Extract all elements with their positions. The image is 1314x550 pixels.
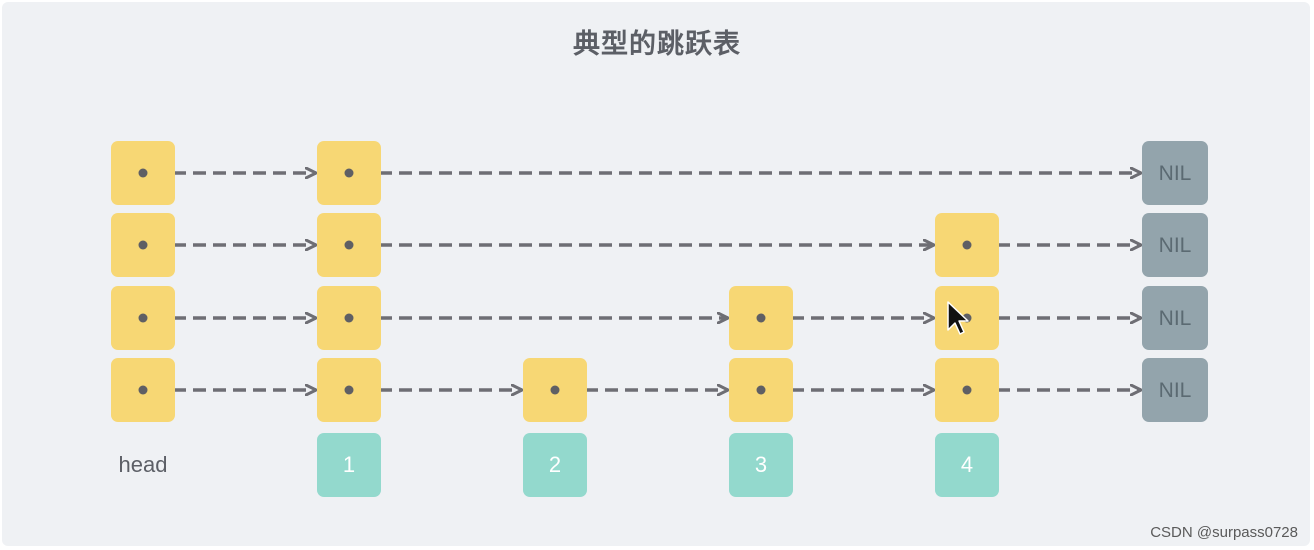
pointer-dot <box>344 385 354 395</box>
value-box <box>523 433 587 497</box>
nil-node <box>1142 213 1208 277</box>
pointer-dot <box>138 385 148 395</box>
nil-node <box>1142 141 1208 205</box>
pointer-dot <box>138 168 148 178</box>
cursor-arrow-icon <box>947 301 969 335</box>
head-label: head <box>119 452 168 477</box>
nil-label: NIL <box>1159 162 1192 185</box>
pointer-dot <box>138 313 148 323</box>
pointer-dot <box>962 385 972 395</box>
pointer-dot <box>756 313 766 323</box>
pointer-dot <box>344 168 354 178</box>
value-label: 1 <box>343 452 355 477</box>
value-label: 2 <box>549 452 561 477</box>
pointer-dot <box>962 240 972 250</box>
value-box <box>935 433 999 497</box>
diagram-title: 典型的跳跃表 <box>573 29 741 60</box>
nil-node <box>1142 358 1208 422</box>
nil-label: NIL <box>1159 234 1192 257</box>
pointer-dot <box>344 240 354 250</box>
watermark: CSDN @surpass0728 <box>1150 524 1298 541</box>
nil-label: NIL <box>1159 379 1192 402</box>
pointer-dot <box>550 385 560 395</box>
value-box <box>317 433 381 497</box>
pointer-dot <box>344 313 354 323</box>
nil-node <box>1142 286 1208 350</box>
value-label: 3 <box>755 452 767 477</box>
pointer-dot <box>138 240 148 250</box>
nil-label: NIL <box>1159 307 1192 330</box>
value-label: 4 <box>961 452 973 477</box>
pointer-dot <box>756 385 766 395</box>
value-box <box>729 433 793 497</box>
